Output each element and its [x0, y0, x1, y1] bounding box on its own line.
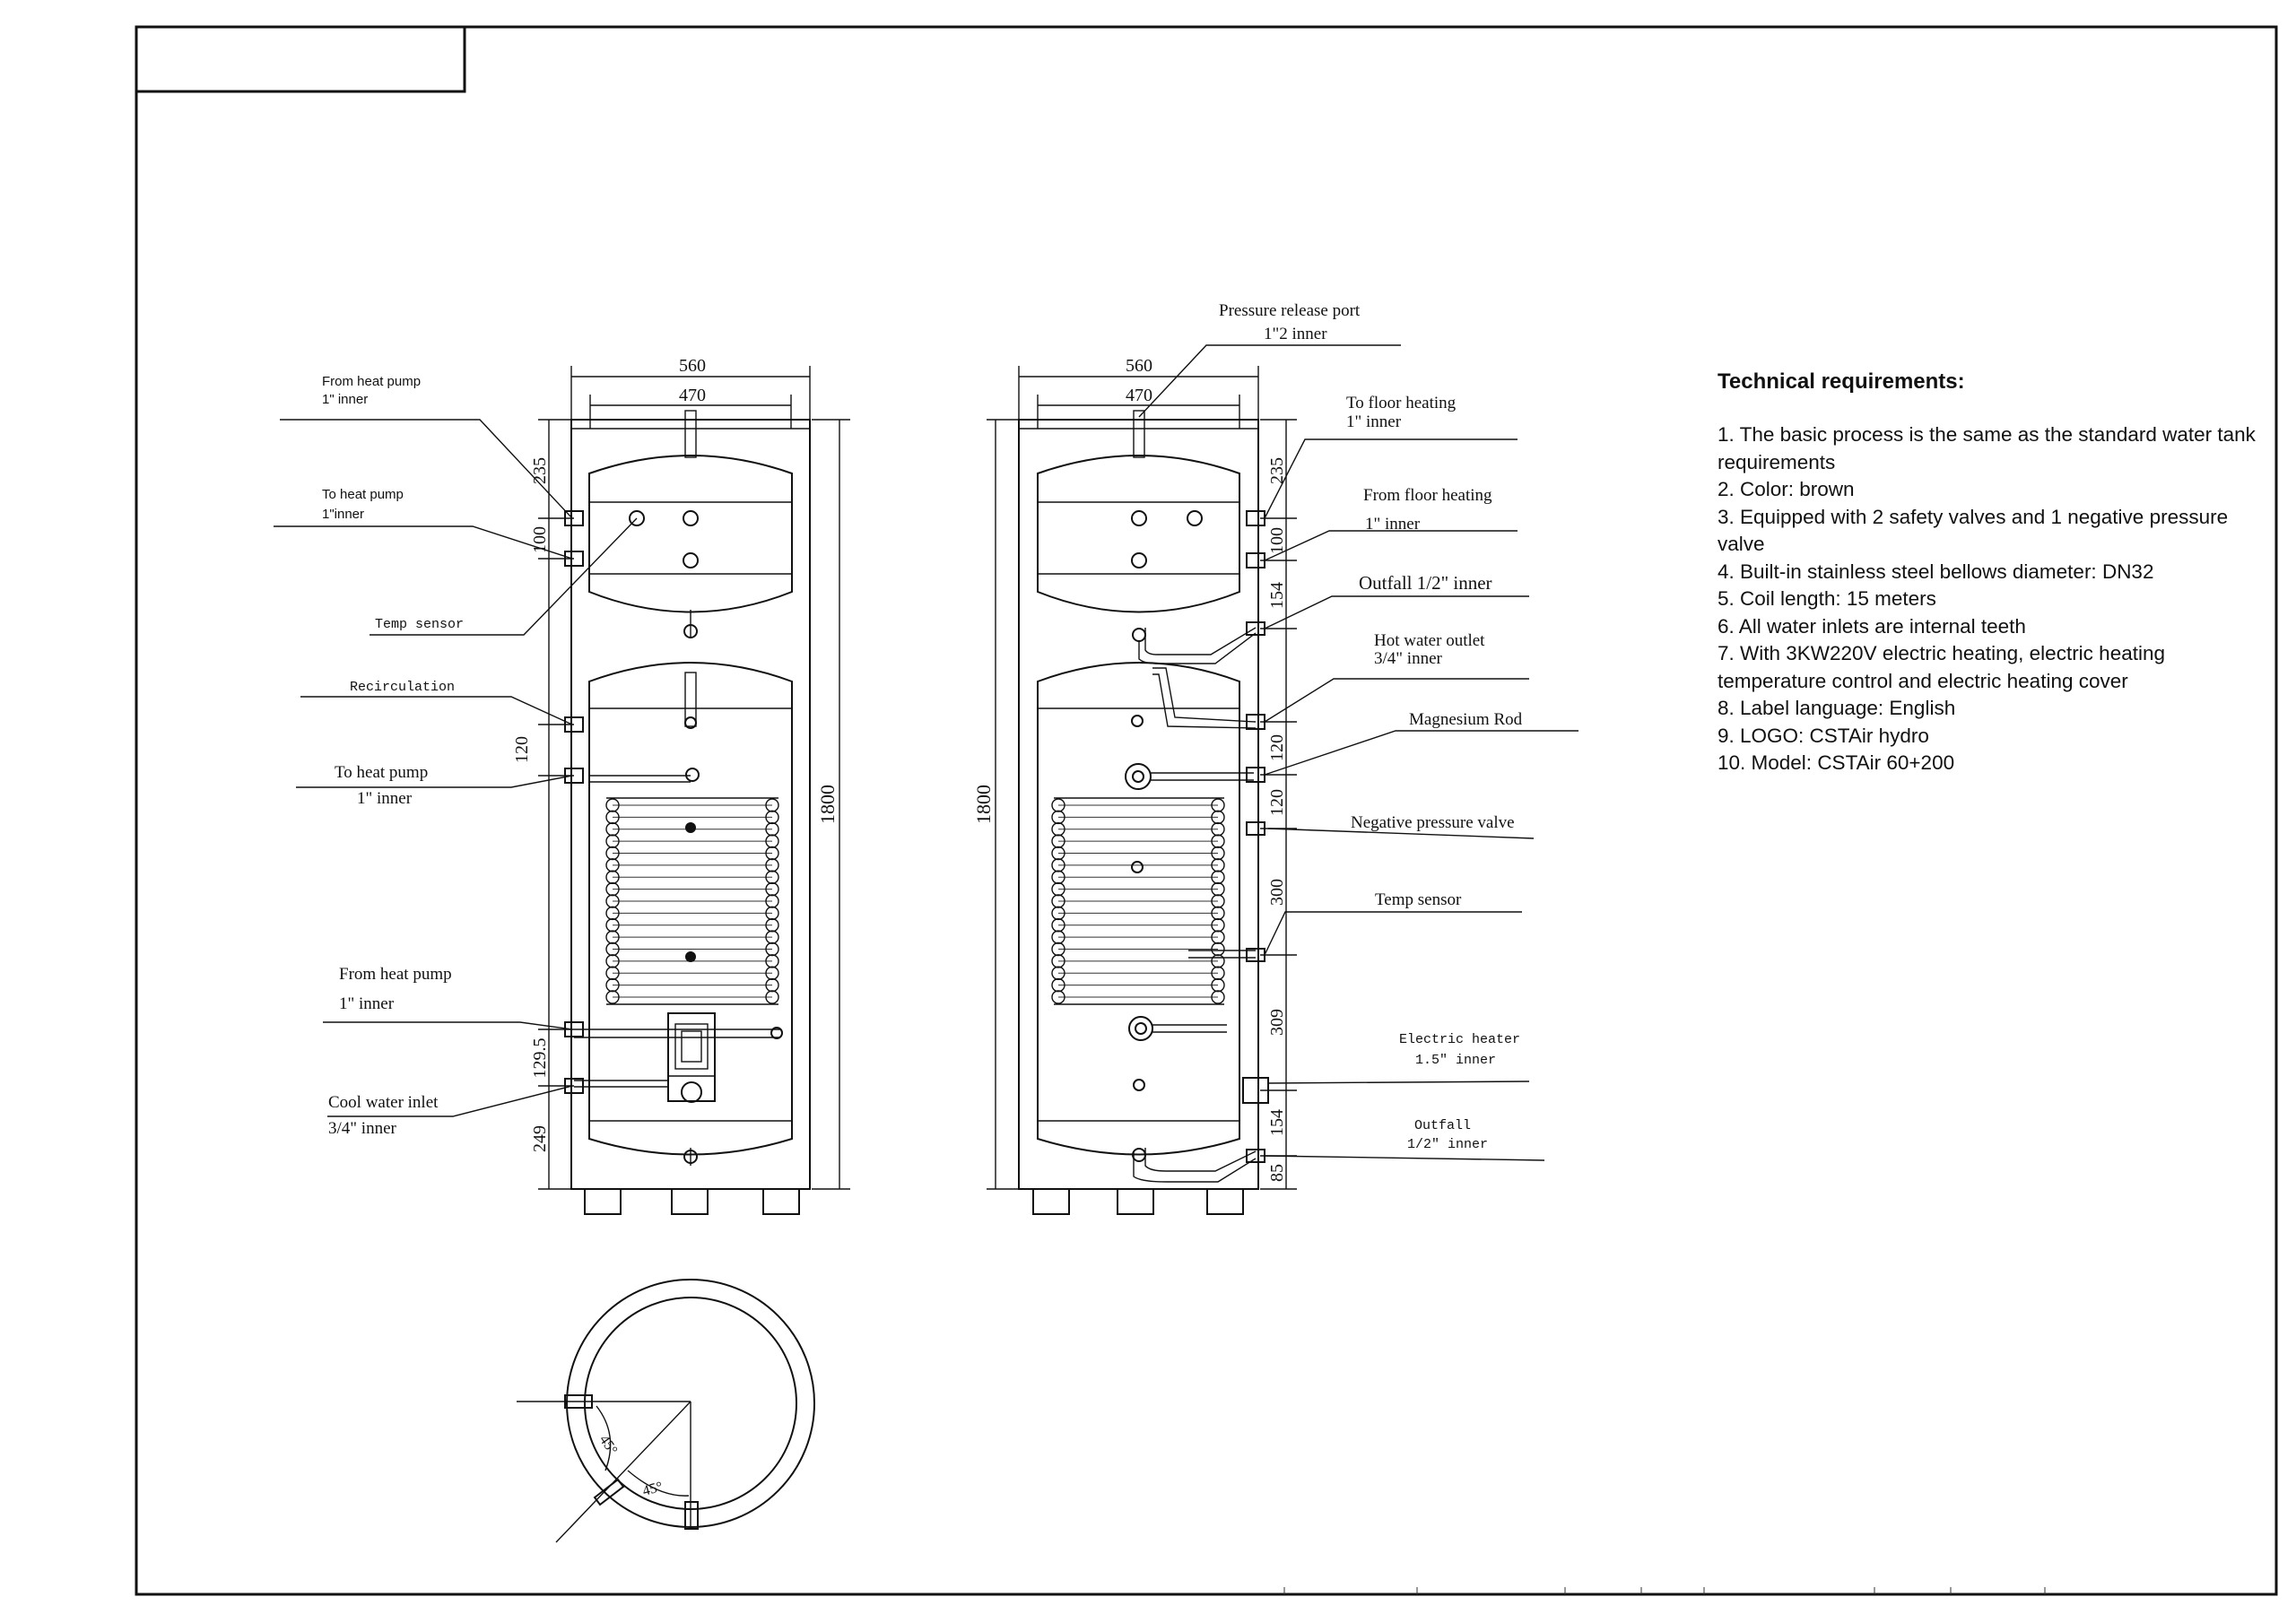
technical-requirements: Technical requirements: 1. The basic pro… [1718, 369, 2256, 777]
right-tank-view: 560 470 [972, 301, 1578, 1215]
label-to-heat-pump-top-size: 1"inner [322, 507, 364, 522]
tech-item-8: 8. Label language: English [1718, 697, 1956, 719]
tech-item-7: 7. With 3KW220V electric heating, electr… [1718, 642, 2165, 692]
label-pressure-release-port: Pressure release port [1219, 301, 1361, 320]
right-dim-470: 470 [1126, 386, 1152, 405]
right-dim-300: 300 [1267, 879, 1287, 906]
tech-item-9: 9. LOGO: CSTAir hydro [1718, 724, 1929, 747]
right-dim-154-top: 154 [1267, 582, 1287, 609]
right-dim-1800: 1800 [972, 785, 995, 824]
label-from-heat-pump: From heat pump [339, 965, 452, 984]
top-view: 45° 45° [517, 1279, 815, 1543]
label-hot-water-outlet-size: 3/4" inner [1374, 649, 1442, 668]
coil-loop [765, 990, 779, 1004]
left-dim-100: 100 [530, 526, 550, 553]
left-tank-view: 560 470 [274, 356, 850, 1215]
label-negative-pressure-valve: Negative pressure valve [1351, 813, 1515, 832]
label-from-heat-pump-size: 1" inner [339, 994, 395, 1013]
right-dim-235: 235 [1267, 457, 1287, 484]
label-outfall-bottom-size: 1/2" inner [1407, 1137, 1488, 1152]
right-dim-100: 100 [1267, 527, 1287, 554]
label-electric-heater-size: 1.5" inner [1415, 1053, 1496, 1068]
label-to-floor-heating-size: 1" inner [1346, 412, 1402, 431]
label-left-temp-sensor: Temp sensor [375, 617, 464, 632]
label-to-heat-pump: To heat pump [335, 763, 428, 782]
left-dim-129-5: 129.5 [530, 1038, 550, 1079]
label-right-temp-sensor: Temp sensor [1375, 890, 1462, 909]
label-outfall-top: Outfall 1/2" inner [1359, 572, 1492, 594]
left-upper-tank [588, 455, 793, 613]
angle-b: 45° [641, 1480, 665, 1499]
title-box [135, 25, 466, 93]
label-to-heat-pump-top: To heat pump [322, 487, 404, 502]
label-recirculation: Recirculation [350, 680, 455, 695]
right-shell [1018, 419, 1259, 1190]
right-dim-154-bottom: 154 [1267, 1109, 1287, 1136]
label-to-heat-pump-size: 1" inner [357, 789, 413, 808]
tech-item-2: 2. Color: brown [1718, 478, 1855, 500]
right-dim-560: 560 [1126, 356, 1152, 376]
tech-item-6: 6. All water inlets are internal teeth [1718, 614, 2026, 638]
tech-title: Technical requirements: [1718, 369, 1965, 394]
label-magnesium-rod: Magnesium Rod [1409, 710, 1523, 729]
left-heater-block [574, 1012, 716, 1103]
coil-loop [1051, 990, 1065, 1004]
tech-item-4: 4. Built-in stainless steel bellows diam… [1718, 560, 2154, 583]
right-dim-120-b: 120 [1267, 789, 1287, 816]
label-hot-water-outlet: Hot water outlet [1374, 631, 1485, 650]
right-dim-120-a: 120 [1267, 734, 1287, 761]
sheet-frame [135, 25, 2278, 1596]
label-from-floor-heating: From floor heating [1363, 486, 1492, 505]
label-from-heat-pump-top-size: 1" inner [322, 392, 368, 407]
left-dim-470: 470 [679, 386, 706, 405]
label-to-floor-heating: To floor heating [1346, 394, 1457, 412]
left-dim-560: 560 [679, 356, 706, 376]
label-from-heat-pump-top: From heat pump [322, 374, 421, 389]
right-dim-85: 85 [1267, 1164, 1287, 1182]
label-pressure-release-size: 1"2 inner [1264, 325, 1327, 343]
tech-item-1: 1. The basic process is the same as the … [1718, 423, 2256, 473]
tech-item-10: 10. Model: CSTAir 60+200 [1718, 751, 1955, 774]
tech-item-5: 5. Coil length: 15 meters [1718, 587, 1936, 610]
tech-item-3: 3. Equipped with 2 safety valves and 1 n… [1718, 505, 2229, 556]
label-outfall-bottom: Outfall [1414, 1118, 1471, 1133]
left-dim-235: 235 [530, 457, 550, 484]
left-dim-1800: 1800 [816, 785, 839, 824]
left-dim-249: 249 [530, 1125, 550, 1152]
right-coil [1051, 797, 1256, 1005]
right-dim-309: 309 [1267, 1009, 1287, 1036]
right-upper-tank [1037, 455, 1240, 613]
right-main-tank [1037, 662, 1240, 1156]
label-cool-water-inlet: Cool water inlet [328, 1093, 439, 1112]
label-cool-water-inlet-size: 3/4" inner [328, 1119, 396, 1138]
label-from-floor-heating-size: 1" inner [1365, 515, 1421, 534]
angle-a: 45° [596, 1433, 621, 1458]
left-dim-120: 120 [512, 736, 532, 763]
left-main-tank [588, 662, 793, 1156]
coil-loop [1211, 990, 1225, 1004]
bottom-ticks [1283, 1587, 2046, 1594]
label-electric-heater: Electric heater [1399, 1032, 1520, 1047]
left-coil [574, 768, 783, 1039]
left-shell [570, 419, 811, 1190]
coil-loop [605, 990, 620, 1004]
